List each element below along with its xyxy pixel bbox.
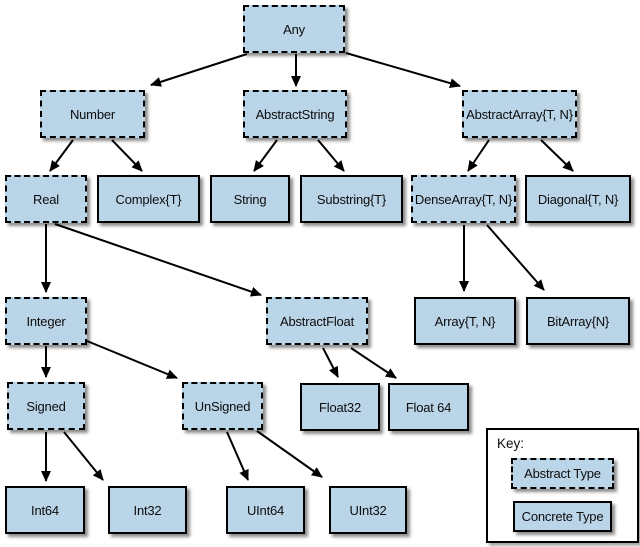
node-number: Number [40,90,145,138]
node-abstractfloat: AbstractFloat [266,297,368,345]
key-title: Key: [497,436,525,451]
node-substring: Substring{T} [300,175,403,223]
key-concrete-type-sample: Concrete Type [513,501,612,532]
node-integer: Integer [5,297,87,345]
node-uint64: UInt64 [226,486,305,534]
edge-unsigned-uint32 [256,430,323,478]
node-int64: Int64 [5,486,85,534]
edge-abstractarray-diagonal [540,139,574,172]
edge-abstractstring-substring [317,139,345,172]
node-string: String [210,175,290,223]
node-bitarray: BitArray{N} [526,297,630,345]
node-float64: Float 64 [388,383,469,431]
node-unsigned: UnSigned [182,382,263,430]
node-abstractstring: AbstractString [243,90,347,138]
edge-signed-int32 [63,431,104,481]
edge-number-real [49,139,74,172]
edge-abstractfloat-float64 [350,347,397,379]
edge-any-number [150,53,248,87]
node-array: Array{T, N} [414,297,516,345]
key-abstract-type-sample: Abstract Type [511,458,614,489]
edge-any-abstractarray [345,52,461,89]
edge-number-complex [111,139,143,172]
node-int32: Int32 [108,486,187,534]
node-real: Real [5,175,87,223]
node-uint32: UInt32 [329,486,407,534]
edge-abstractstring-string [253,139,278,172]
edge-densearray-bitarray [486,224,545,291]
node-signed: Signed [7,382,85,430]
edge-real-abstractfloat [54,223,262,297]
edge-unsigned-uint64 [226,431,249,481]
edge-abstractfloat-float32 [322,347,339,378]
edge-abstractarray-densearray [467,139,490,172]
edge-integer-unsigned [86,340,178,379]
node-densearray: DenseArray{T, N} [411,175,516,223]
node-float32: Float32 [300,383,380,431]
node-abstractarray: AbstractArray{T, N} [462,90,577,138]
node-complex: Complex{T} [97,175,200,223]
key-panel: Key: Abstract Type Concrete Type [486,428,639,543]
node-any: Any [243,5,345,53]
node-diagonal: Diagonal{T, N} [525,175,631,223]
